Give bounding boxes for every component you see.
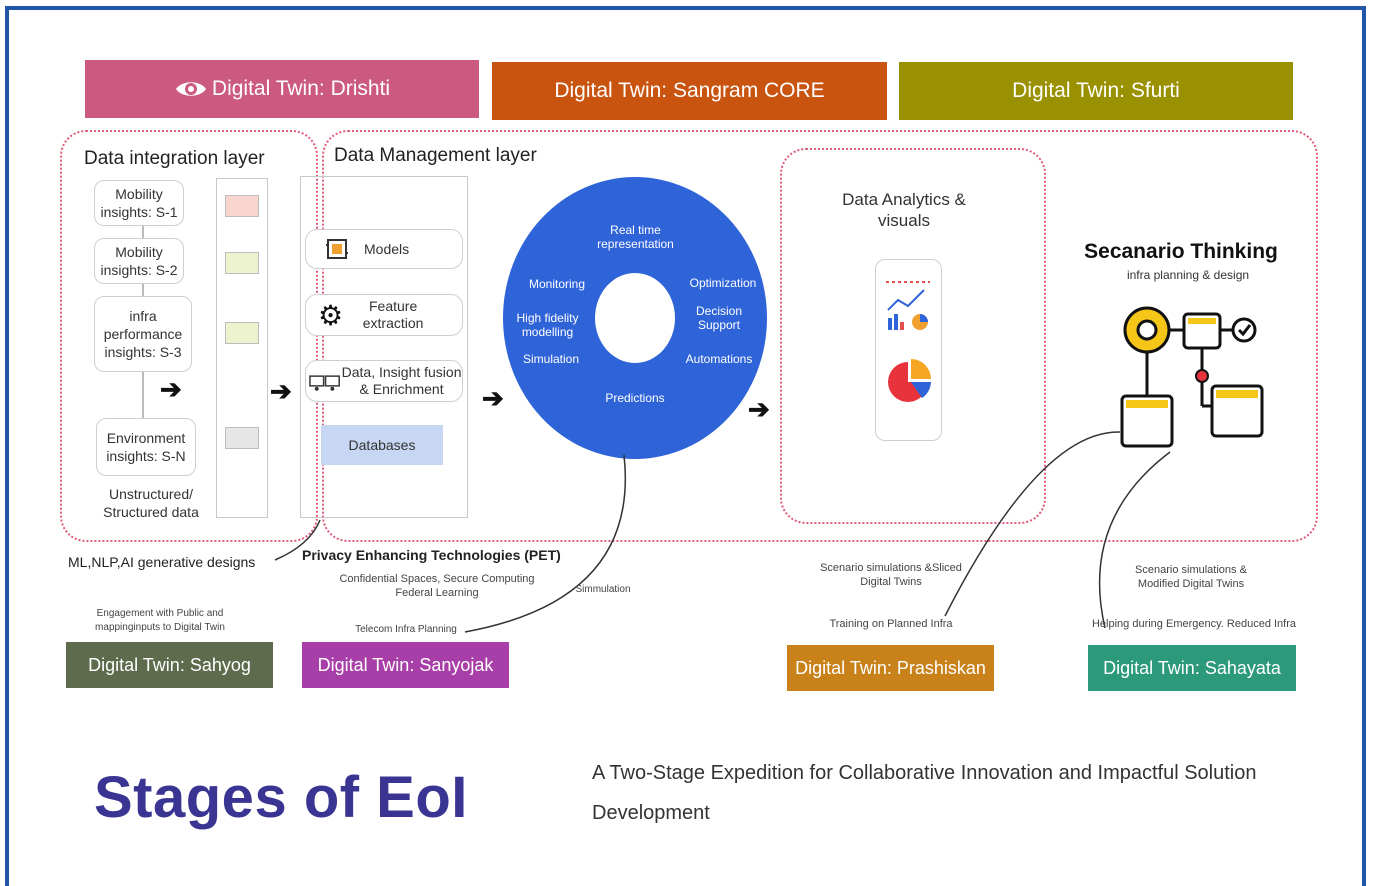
banner-sahayata: Digital Twin: Sahayata	[1088, 645, 1296, 691]
pie-chart-icon	[888, 359, 931, 402]
integration-region	[60, 130, 318, 542]
staging-square	[225, 195, 259, 217]
simmulation-annotation: Simmulation	[575, 584, 631, 595]
banner-sangram-core: Digital Twin: Sangram CORE	[492, 62, 887, 120]
capability-ring	[503, 177, 767, 459]
banner-label: Digital Twin: Sanyojak	[317, 654, 494, 675]
staging-square	[225, 322, 259, 344]
engagement-annotation: Engagement with Public and mappinginputs…	[95, 608, 225, 633]
arrow-right: ➔	[748, 394, 770, 424]
banner-label: Digital Twin: Sangram CORE	[554, 79, 825, 102]
pet-title: Privacy Enhancing Technologies (PET)	[302, 547, 561, 563]
banner-label: Digital Twin: Sahayata	[1103, 657, 1281, 678]
ring-label-hifi: High fidelity modelling	[516, 311, 579, 339]
ml-annotation: ML,NLP,AI generative designs	[68, 554, 256, 570]
source-infra-s3: infra performance insights: S-3	[94, 296, 192, 372]
scenario-sliced-annotation: Scenario simulations &Sliced Digital Twi…	[820, 562, 962, 588]
chart-icon	[886, 281, 930, 330]
databases-box: Databases	[321, 425, 443, 465]
helping-annotation: Helping during Emergency. Reduced Infra	[1091, 618, 1297, 630]
ring-label-predictions: Predictions	[605, 391, 665, 405]
fusion-icon	[309, 375, 340, 391]
ring-label-monitoring: Monitoring	[528, 277, 586, 291]
banner-label: Digital Twin: Drishti	[211, 77, 391, 100]
banner-label: Digital Twin: Prashiskan	[795, 657, 986, 678]
models-item: Models	[305, 229, 463, 269]
analytics-card	[875, 259, 942, 441]
fusion-label: Data, Insight fusion & Enrichment	[341, 364, 462, 397]
ring-label-decision: Decision Support	[695, 304, 743, 332]
grid-icon	[326, 239, 348, 259]
staging-square	[225, 427, 259, 449]
integration-footer: Unstructured/ Structured data	[103, 486, 199, 520]
ring-label-simulation: Simulation	[522, 352, 580, 366]
page-title: Stages of EoI	[94, 765, 468, 830]
models-label: Models	[364, 241, 410, 257]
scenario-subtitle: infra planning & design	[1126, 268, 1250, 282]
banner-sfurti: Digital Twin: Sfurti	[899, 62, 1293, 120]
ring-label-realtime: Real time representation	[597, 223, 674, 251]
banner-prashiskan: Digital Twin: Prashiskan	[787, 645, 994, 691]
analytics-title: Data Analytics & visuals	[842, 190, 966, 230]
banner-sanyojak: Digital Twin: Sanyojak	[302, 642, 509, 688]
scenario-modified-annotation: Scenario simulations & Modified Digital …	[1135, 564, 1247, 590]
gear-icon: ⚙	[318, 299, 344, 331]
integration-title: Data integration layer	[84, 148, 265, 169]
feature-extraction-item: ⚙ Feature extraction	[305, 294, 463, 336]
scenario-title: Secanario Thinking	[1084, 240, 1278, 263]
management-title: Data Management layer	[334, 145, 537, 166]
arrow-right: ➔	[270, 376, 292, 406]
training-annotation: Training on Planned Infra	[829, 618, 953, 630]
feature-extraction-label: Feature extraction	[362, 298, 424, 331]
analytics-region	[780, 148, 1046, 524]
staging-column	[216, 178, 268, 518]
management-region	[322, 130, 1318, 542]
arrow-right: ➔	[482, 383, 504, 413]
telecom-annotation: Telecom Infra Planning	[355, 624, 457, 635]
staging-square	[225, 252, 259, 274]
banner-label: Digital Twin: Sahyog	[88, 654, 251, 675]
source-mobility-s2: Mobility insights: S-2	[94, 238, 184, 284]
page-subtitle: A Two-Stage Expedition for Collaborative…	[592, 762, 1257, 824]
source-environment-sn: Environment insights: S-N	[96, 418, 196, 476]
ring-label-automations: Automations	[685, 352, 753, 366]
arrow-right: ➔	[160, 374, 182, 404]
management-column	[300, 176, 468, 518]
banner-sahyog: Digital Twin: Sahyog	[66, 642, 273, 688]
ring-label-optimization: Optimization	[689, 276, 757, 290]
source-mobility-s1: Mobility insights: S-1	[94, 180, 184, 226]
scenario-flow-icon	[1120, 306, 1264, 448]
eye-icon	[175, 82, 206, 96]
banner-label: Digital Twin: Sfurti	[1012, 79, 1180, 102]
pet-subtitle: Confidential Spaces, Secure Computing Fe…	[339, 573, 535, 599]
fusion-item: Data, Insight fusion & Enrichment	[305, 360, 463, 402]
banner-drishti: Digital Twin: Drishti	[85, 60, 479, 118]
outer-frame	[5, 6, 1366, 886]
